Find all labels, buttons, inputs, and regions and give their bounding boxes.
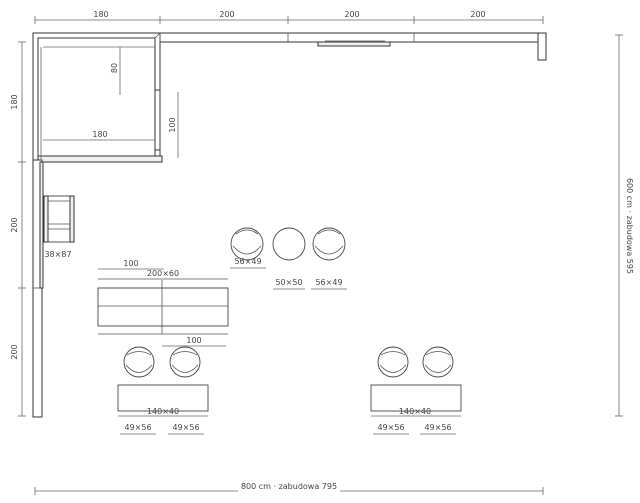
- chair-right-2-label: 49×56: [424, 423, 451, 432]
- left-dimension-chain: 180 200 200: [10, 41, 26, 417]
- right-dimension: 600 cm · zabudowa 595: [615, 34, 634, 417]
- top-dim-1: 180: [93, 10, 108, 19]
- bottom-dim-label: 800 cm · zabudowa 795: [241, 482, 337, 491]
- top-dimension-chain: 180 200 200 200: [34, 10, 544, 24]
- top-dim-4: 200: [470, 10, 485, 19]
- side-table-label: 50×50: [275, 278, 302, 287]
- chair-left-2-label: 49×56: [172, 423, 199, 432]
- table-bottom-dim: 100: [186, 336, 201, 345]
- corner-cabinet-block: [32, 32, 163, 163]
- chair-right-1-label: 49×56: [377, 423, 404, 432]
- inner-dimensions: 80 180 100: [40, 46, 179, 159]
- left-wall: [32, 159, 44, 418]
- table-top-dim: 100: [123, 259, 138, 268]
- top-dim-2: 200: [219, 10, 234, 19]
- inner-dim-180: 180: [92, 130, 107, 139]
- bench-right-label: 140×40: [399, 407, 431, 416]
- chair-left-1-label: 49×56: [124, 423, 151, 432]
- left-seating-group: 140×40 49×56 49×56: [117, 346, 209, 435]
- lounge-chair-b: 56×49: [311, 227, 347, 290]
- top-wall-cabinets: [159, 32, 547, 61]
- left-dim-mid: 200: [10, 217, 19, 232]
- bench-right: [370, 384, 462, 412]
- right-dim-label: 600 cm · zabudowa 595: [625, 178, 634, 274]
- left-dim-upper: 180: [10, 94, 19, 109]
- dining-table: 100 200×60 100: [97, 259, 229, 347]
- lounge-chair-a: 56×49: [230, 227, 266, 269]
- table-size-label: 200×60: [147, 269, 179, 278]
- inner-dim-100: 100: [168, 117, 177, 132]
- cooktop: [317, 41, 391, 47]
- inner-dim-80: 80: [110, 63, 119, 73]
- side-table: 50×50: [272, 227, 306, 290]
- top-dim-3: 200: [344, 10, 359, 19]
- shelf-label: 38×87: [44, 250, 71, 259]
- shelf-unit: 38×87: [43, 195, 75, 259]
- right-seating-group: 140×40 49×56 49×56: [370, 346, 462, 435]
- bench-left: [117, 384, 209, 412]
- chair-a-label: 56×49: [234, 257, 261, 266]
- bottom-dimension: 800 cm · zabudowa 795: [34, 481, 544, 495]
- chair-b-label: 56×49: [315, 278, 342, 287]
- left-dim-lower: 200: [10, 344, 19, 359]
- bench-left-label: 140×40: [147, 407, 179, 416]
